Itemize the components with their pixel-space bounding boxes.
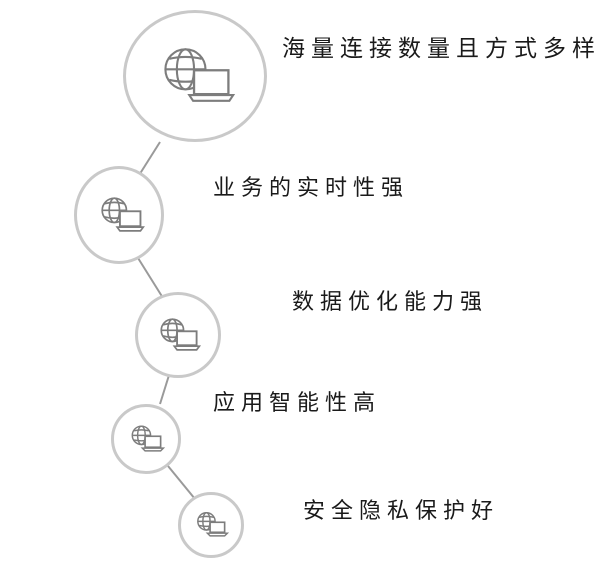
connector-line-2: [137, 257, 164, 299]
globe-laptop-icon: [160, 318, 202, 351]
globe-laptop-icon: [131, 425, 166, 452]
step-label-4: 应用智能性高: [213, 391, 382, 416]
step-label-5: 安全隐私保护好: [303, 499, 500, 524]
step-node-1: [123, 10, 267, 142]
globe-laptop-icon: [101, 197, 145, 232]
connector-line-4: [167, 465, 196, 500]
step-label-3: 数据优化能力强: [292, 290, 489, 315]
connector-line-3: [159, 371, 171, 405]
step-label-1: 海量连接数量且方式多样化: [282, 36, 600, 62]
step-node-4: [111, 404, 181, 474]
step-node-2: [74, 166, 164, 264]
step-label-2: 业务的实时性强: [213, 176, 410, 201]
step-node-5: [178, 492, 244, 558]
step-node-3: [135, 292, 221, 378]
globe-laptop-icon: [164, 48, 236, 102]
globe-laptop-icon: [197, 512, 230, 537]
